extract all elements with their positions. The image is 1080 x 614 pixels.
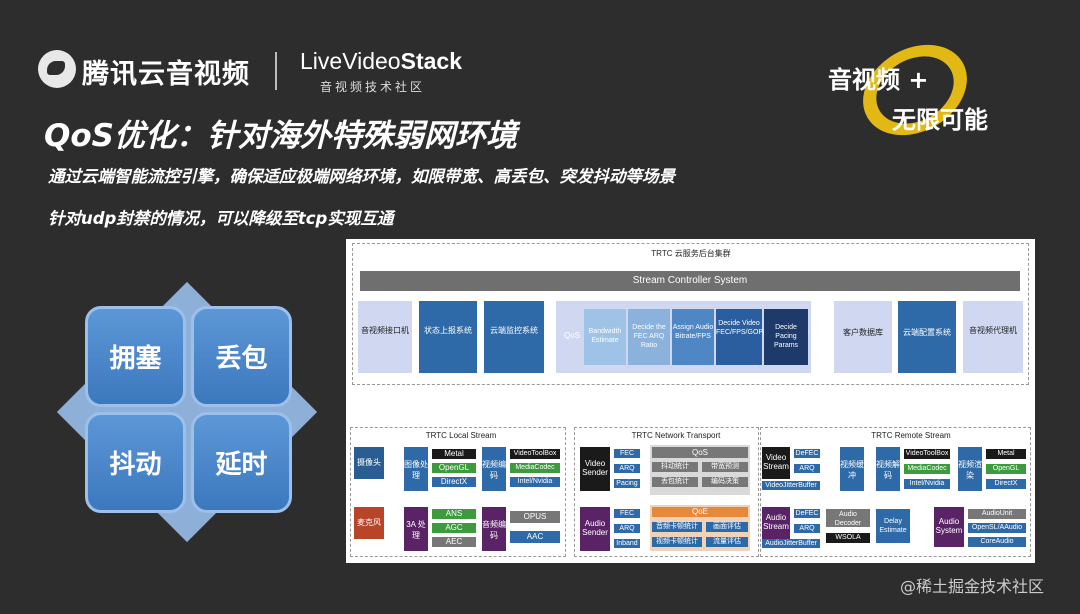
slogan-line1: 音视频 + bbox=[828, 66, 929, 94]
audio-stream-box: Audio Stream bbox=[762, 507, 790, 539]
watermark: @稀土掘金技术社区 bbox=[900, 577, 1045, 596]
video-stream-box: Video Stream bbox=[762, 447, 790, 479]
audio-system-box: Audio System bbox=[934, 507, 964, 547]
network-title: TRTC Network Transport bbox=[631, 431, 721, 440]
brand-name: 腾讯云音视频 bbox=[82, 59, 250, 90]
qos-item-1: 抖动统计 bbox=[652, 462, 698, 472]
audio-enc-box: 音频编码 bbox=[482, 507, 506, 551]
chevron-2: Decide the FEC ARQ Ratio bbox=[628, 309, 670, 365]
cluster-frame bbox=[352, 243, 1029, 385]
controller-bar: Stream Controller System bbox=[360, 271, 1020, 291]
directx-box: DirectX bbox=[432, 477, 476, 487]
qos-item-4: 编码决策 bbox=[702, 477, 748, 487]
tile-loss: 丢包 bbox=[191, 306, 292, 407]
local-title: TRTC Local Stream bbox=[425, 431, 497, 440]
remote-frame bbox=[760, 427, 1031, 557]
audio-decoder-box: Audio Decoder bbox=[826, 509, 870, 527]
chevron-3: Assign Audio Bitrate/FPS bbox=[672, 309, 714, 365]
delay-estimate-box: Delay Estimate bbox=[876, 509, 910, 543]
video-render-box: 视频渲染 bbox=[958, 447, 982, 491]
network-frame bbox=[574, 427, 759, 557]
remote-title: TRTC Remote Stream bbox=[871, 431, 951, 440]
vjb-box: VideoJitterBuffer bbox=[762, 481, 820, 490]
r-intel-box: Intel/Nvidia bbox=[904, 479, 950, 489]
tile-congestion: 拥塞 bbox=[85, 306, 186, 407]
coreaudio-box: CoreAudio bbox=[968, 537, 1026, 547]
r-metal-box: Metal bbox=[986, 449, 1026, 459]
wsola-box: WSOLA bbox=[826, 533, 870, 543]
intel-box: Intel/Nvidia bbox=[510, 477, 560, 487]
cluster-title: TRTC 云服务后台集群 bbox=[651, 249, 731, 258]
r-vtb-box: VideoToolBox bbox=[904, 449, 950, 459]
a-fec-box: FEC bbox=[614, 509, 640, 518]
slide-line1: 通过云端智能流控引擎，确保适应极端网络环境，如限带宽、高丢包、突发抖动等场景 bbox=[48, 167, 675, 186]
mediacodec-box: MediaCodec bbox=[510, 463, 560, 473]
lvs-subtitle: 音视频技术社区 bbox=[320, 80, 426, 94]
ajb-box: AudioJitterBuffer bbox=[762, 539, 820, 548]
v-arq-box: ARQ bbox=[614, 464, 640, 473]
qos-item-2: 带宽预测 bbox=[702, 462, 748, 472]
tile-delay: 延时 bbox=[191, 412, 292, 513]
top-box-customer-db: 客户数据库 bbox=[834, 301, 892, 373]
logo-icon bbox=[38, 50, 76, 88]
r-defec-box: DeFEC bbox=[794, 449, 820, 458]
r-directx-box: DirectX bbox=[986, 479, 1026, 489]
header-divider bbox=[275, 52, 277, 90]
qos-label: QoS bbox=[563, 331, 580, 340]
qos-item-3: 丢包统计 bbox=[652, 477, 698, 487]
slide-title: QoS优化：针对海外特殊弱网环境 bbox=[44, 118, 517, 154]
qoe-title: QoE bbox=[652, 507, 748, 517]
ans-box: ANS bbox=[432, 509, 476, 519]
agc-box: AGC bbox=[432, 523, 476, 533]
chevron-5: Decide Pacing Params bbox=[764, 309, 808, 365]
top-box-config: 云端配置系统 bbox=[898, 301, 956, 373]
video-enc-box: 视频编码 bbox=[482, 447, 506, 491]
chevron-1: Bandwidth Estimate bbox=[584, 309, 626, 365]
3a-box: 3A 处理 bbox=[404, 507, 428, 551]
tile-jitter: 抖动 bbox=[85, 412, 186, 513]
audio-sender-box: Audio Sender bbox=[580, 507, 610, 551]
image-proc-box: 图像处理 bbox=[404, 447, 428, 491]
video-sender-box: Video Sender bbox=[580, 447, 610, 491]
r-mc-box: MediaCodec bbox=[904, 464, 950, 474]
opengl-box: OpenGL bbox=[432, 463, 476, 473]
a-inband-box: Inband bbox=[614, 539, 640, 548]
slogan-line2: 无限可能 bbox=[892, 106, 988, 134]
mic-box: 麦克风 bbox=[354, 507, 384, 539]
slide-line2: 针对udp封禁的情况，可以降级至tcp实现互通 bbox=[48, 209, 394, 228]
v-fec-box: FEC bbox=[614, 449, 640, 458]
aec-box: AEC bbox=[432, 537, 476, 547]
r-arq-box: ARQ bbox=[794, 464, 820, 473]
top-box-monitor: 云端监控系统 bbox=[484, 301, 544, 373]
top-box-proxy: 音视频代理机 bbox=[963, 301, 1023, 373]
aac-box: AAC bbox=[510, 531, 560, 543]
opus-box: OPUS bbox=[510, 511, 560, 523]
top-box-access: 音视频接口机 bbox=[358, 301, 412, 373]
video-dec-box: 视频解码 bbox=[876, 447, 900, 491]
video-buffer-box: 视频缓冲 bbox=[840, 447, 864, 491]
r-opengl-box: OpenGL bbox=[986, 464, 1026, 474]
lvs-title-b: Stack bbox=[400, 48, 462, 74]
qoe-item-3: 视频卡顿统计 bbox=[652, 537, 702, 547]
audiounit-box: AudioUnit bbox=[968, 509, 1026, 519]
metal-box: Metal bbox=[432, 449, 476, 459]
a-arq-box: ARQ bbox=[614, 524, 640, 533]
local-frame bbox=[350, 427, 566, 557]
chevron-4: Decide Video FEC/FPS/GOP/QP/RPS/Sync bbox=[716, 309, 809, 365]
opensl-box: OpenSL/AAudio bbox=[968, 523, 1026, 533]
ra-arq-box: ARQ bbox=[794, 524, 820, 533]
qoe-item-1: 音频卡顿统计 bbox=[652, 522, 702, 532]
qos-net-title: QoS bbox=[652, 447, 748, 458]
v-pacing-box: Pacing bbox=[614, 479, 640, 488]
architecture-diagram: TRTC 云服务后台集群 Stream Controller System 音视… bbox=[346, 239, 1035, 563]
qoe-item-2: 画面评估 bbox=[706, 522, 748, 532]
camera-box: 摄像头 bbox=[354, 447, 384, 479]
lvs-title-a: LiveVideo bbox=[300, 48, 401, 74]
qoe-item-4: 流量评估 bbox=[706, 537, 748, 547]
vtb-box: VideoToolBox bbox=[510, 449, 560, 459]
top-box-status: 状态上报系统 bbox=[419, 301, 477, 373]
ra-defec-box: DeFEC bbox=[794, 509, 820, 518]
lvs-logo: LiveVideoStack bbox=[300, 48, 462, 75]
